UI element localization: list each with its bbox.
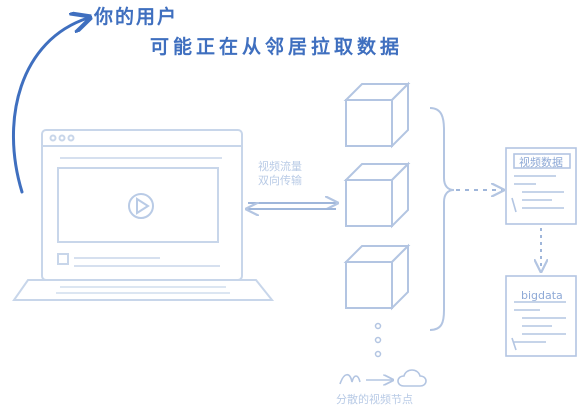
headline-line-1: 你的用户 — [94, 6, 179, 28]
laptop-icon — [12, 129, 275, 301]
edge-label-line-2: 双向传输 — [258, 174, 302, 187]
more-nodes-dots — [374, 322, 382, 358]
cloud-icon — [397, 369, 427, 387]
group-brace — [429, 107, 455, 331]
play-icon — [128, 193, 154, 219]
headline-line-2: 可能正在从邻居拉取数据 — [150, 36, 404, 58]
bottom-caption: 分散的视频节点 — [336, 393, 413, 406]
bidirectional-arrow — [248, 203, 336, 209]
edge-label: 视频流量 双向传输 — [258, 160, 328, 188]
edge-label-line-1: 视频流量 — [258, 160, 302, 173]
node-cube-3 — [343, 243, 411, 311]
bottom-sketch — [339, 373, 392, 384]
data-card-top-title: 视频数据 — [519, 156, 563, 169]
data-card-bottom — [505, 275, 577, 357]
node-cube-1 — [343, 81, 411, 149]
data-card-bottom-title: bigdata — [521, 289, 563, 302]
node-cube-2 — [343, 161, 411, 229]
curved-arrow — [11, 18, 88, 194]
data-card-top — [505, 147, 577, 225]
